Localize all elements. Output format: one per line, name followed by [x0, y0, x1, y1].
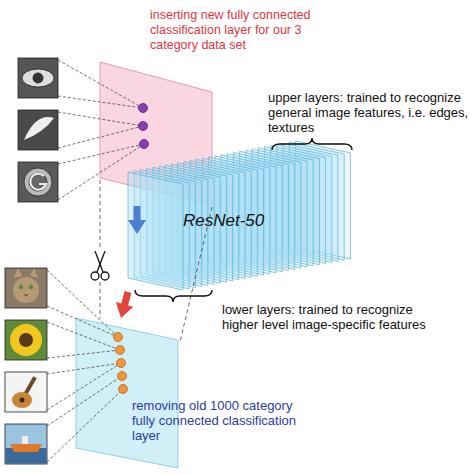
- cat-thumbnail: [19, 285, 23, 289]
- old-classification-layer: removing old 1000 category fully connect…: [72, 318, 307, 470]
- input-thumbnail: [24, 168, 52, 196]
- input-thumbnail: [18, 110, 58, 150]
- input-thumbnail: [29, 173, 47, 191]
- input-thumbnail: [24, 117, 54, 140]
- orange-neuron: [114, 333, 123, 342]
- sunflower-thumbnail: [10, 324, 42, 356]
- leader-line: [47, 363, 121, 374]
- layer-caption: removing old 1000 category fully connect…: [132, 398, 304, 443]
- leader-line: [47, 350, 120, 358]
- leader-line: [58, 144, 144, 200]
- flow-arrow: [128, 206, 146, 234]
- old-classification-layer-outline: [72, 318, 307, 470]
- cut-line: [100, 180, 212, 342]
- cat-thumbnail: [5, 268, 47, 308]
- ship-thumbnail: [10, 444, 42, 452]
- leader-line: [58, 126, 143, 148]
- guitar-thumbnail: [5, 372, 47, 412]
- scissors-icon: [91, 251, 109, 280]
- sunflower-thumbnail: [19, 333, 33, 347]
- cat-thumbnail: [14, 268, 22, 278]
- cat-thumbnail: [24, 294, 28, 296]
- scissors-icon: [97, 251, 105, 272]
- guitar-thumbnail: [5, 372, 47, 412]
- leader-line: [58, 60, 143, 108]
- flow-arrow: [116, 291, 133, 318]
- scissors-icon: [95, 251, 103, 272]
- input-thumbnail: [22, 69, 54, 87]
- layer-caption: inserting new fully connected classifica…: [150, 8, 332, 53]
- ship-thumbnail: [22, 436, 28, 444]
- cat-thumbnail: [13, 277, 39, 303]
- input-thumbnail: [30, 174, 46, 190]
- sunflower-thumbnail: [5, 320, 47, 360]
- leader-line: [47, 322, 120, 350]
- input-thumbnail: [18, 162, 58, 202]
- orange-neuron: [116, 346, 125, 355]
- guitar-thumbnail: [12, 392, 32, 408]
- orange-neuron: [119, 385, 128, 394]
- leader-line: [47, 363, 121, 410]
- leader-line: [47, 376, 122, 426]
- brace: [135, 290, 212, 302]
- leader-line: [58, 96, 143, 108]
- input-thumbnail: [18, 110, 58, 150]
- layer-plane: [76, 318, 178, 468]
- cut-line: [180, 207, 212, 342]
- guitar-thumbnail: [23, 376, 36, 395]
- purple-neuron: [140, 140, 149, 149]
- orange-neuron: [114, 333, 128, 394]
- brace: [135, 138, 352, 302]
- input-thumbnail: [33, 73, 43, 83]
- purple-neuron: [139, 104, 149, 149]
- leader-line: [58, 144, 144, 164]
- orange-neuron: [117, 359, 126, 368]
- guitar-thumbnail: [20, 398, 25, 403]
- purple-neuron: [139, 104, 148, 113]
- annotation-label: upper layers: trained to recognize gener…: [268, 90, 473, 135]
- leader-line: [47, 306, 118, 337]
- purple-neuron: [139, 122, 148, 131]
- leader-line: [47, 60, 144, 462]
- sunflower-thumbnail: [5, 320, 47, 360]
- cut-line: [100, 180, 101, 248]
- cut-line: [100, 282, 101, 318]
- ship-thumbnail: [5, 448, 46, 464]
- cat-thumbnail: [29, 285, 33, 289]
- scissors-icon: [101, 272, 109, 280]
- input-thumbnail: [18, 58, 58, 98]
- annotation-label: lower layers: trained to recognize highe…: [222, 302, 432, 332]
- input-thumbnail: [18, 162, 58, 202]
- network-name: ResNet-50: [183, 211, 293, 231]
- leader-line: [47, 270, 118, 337]
- cat-thumbnail: [5, 268, 47, 308]
- leader-line: [47, 389, 123, 462]
- ship-thumbnail: [5, 424, 47, 464]
- cat-thumbnail: [30, 268, 38, 278]
- network-layer: [128, 172, 183, 290]
- ship-thumbnail: [5, 424, 47, 464]
- brace: [272, 138, 352, 150]
- scissors-icon: [91, 272, 99, 280]
- orange-neuron: [118, 372, 127, 381]
- input-thumbnail: [18, 58, 58, 98]
- leader-line: [58, 112, 143, 126]
- resnet-stack: ResNet-50: [126, 138, 354, 292]
